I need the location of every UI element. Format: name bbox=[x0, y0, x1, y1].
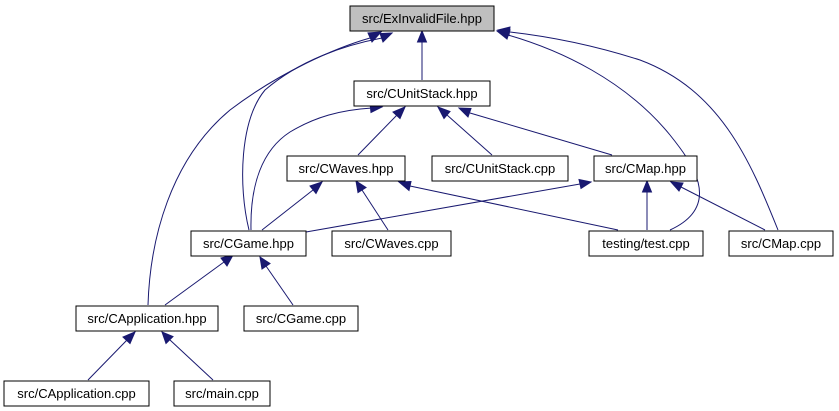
arrowhead-icon bbox=[641, 179, 653, 193]
arrowhead-icon bbox=[355, 179, 367, 194]
edge-map-cpp-to-root bbox=[509, 31, 779, 231]
node-label: src/main.cpp bbox=[185, 386, 259, 401]
node-application-hpp[interactable]: src/CApplication.hpp bbox=[75, 305, 219, 332]
edge-test-cpp-to-root bbox=[507, 34, 700, 231]
edge-game-cpp-to-game-hpp bbox=[265, 265, 294, 306]
edge-application-cpp-to-application-hpp bbox=[87, 339, 128, 381]
node-label: src/CGame.cpp bbox=[256, 311, 346, 326]
node-test-cpp[interactable]: testing/test.cpp bbox=[588, 230, 704, 257]
arrowhead-icon bbox=[379, 32, 394, 43]
arrowhead-icon bbox=[392, 106, 406, 120]
node-unitstack-hpp[interactable]: src/CUnitStack.hpp bbox=[353, 80, 491, 107]
arrowhead-icon bbox=[220, 254, 234, 267]
node-label: src/CUnitStack.cpp bbox=[445, 161, 556, 176]
node-main-cpp[interactable]: src/main.cpp bbox=[173, 380, 271, 407]
arrowhead-icon bbox=[161, 331, 174, 345]
arrowhead-icon bbox=[367, 31, 383, 43]
node-map-hpp[interactable]: src/CMap.hpp bbox=[593, 155, 698, 182]
nodes-layer: src/ExInvalidFile.hpp src/CUnitStack.hpp… bbox=[3, 5, 834, 407]
node-label: testing/test.cpp bbox=[602, 236, 689, 251]
edge-waves-hpp-to-unitstack-hpp bbox=[357, 114, 398, 156]
arrowhead-icon bbox=[457, 107, 472, 118]
edge-game-hpp-to-map-hpp bbox=[305, 183, 581, 233]
node-waves-cpp[interactable]: src/CWaves.cpp bbox=[331, 230, 452, 257]
node-game-cpp[interactable]: src/CGame.cpp bbox=[243, 305, 359, 332]
node-unitstack-cpp[interactable]: src/CUnitStack.cpp bbox=[431, 155, 569, 182]
node-label: src/ExInvalidFile.hpp bbox=[362, 11, 482, 26]
arrowhead-icon bbox=[259, 255, 271, 270]
edge-application-hpp-to-root bbox=[147, 37, 371, 306]
node-label: src/CWaves.hpp bbox=[299, 161, 394, 176]
node-label: src/CUnitStack.hpp bbox=[366, 86, 477, 101]
node-waves-hpp[interactable]: src/CWaves.hpp bbox=[286, 155, 406, 182]
edge-unitstack-cpp-to-unitstack-hpp bbox=[446, 114, 493, 156]
node-label: src/CWaves.cpp bbox=[344, 236, 438, 251]
edge-test-cpp-to-waves-hpp bbox=[409, 185, 619, 231]
edge-game-hpp-to-root bbox=[242, 37, 383, 231]
edge-map-cpp-to-map-hpp bbox=[680, 186, 766, 231]
node-game-hpp[interactable]: src/CGame.hpp bbox=[190, 230, 307, 257]
arrowhead-icon bbox=[496, 26, 511, 37]
node-label: src/CMap.cpp bbox=[741, 236, 821, 251]
node-map-cpp[interactable]: src/CMap.cpp bbox=[728, 230, 834, 257]
edge-game-hpp-to-waves-hpp bbox=[261, 189, 314, 231]
edges-layer bbox=[87, 26, 779, 381]
node-application-cpp[interactable]: src/CApplication.cpp bbox=[3, 380, 150, 407]
edge-main-cpp-to-application-hpp bbox=[169, 339, 214, 381]
edge-waves-cpp-to-waves-hpp bbox=[361, 189, 389, 231]
edge-game-hpp-to-unitstack-hpp bbox=[250, 107, 373, 231]
node-label: src/CGame.hpp bbox=[203, 236, 294, 251]
arrowhead-icon bbox=[416, 29, 428, 43]
arrowhead-icon bbox=[309, 181, 324, 195]
arrowhead-icon bbox=[578, 178, 593, 190]
node-label: src/CApplication.cpp bbox=[17, 386, 136, 401]
arrowhead-icon bbox=[669, 181, 684, 192]
node-label: src/CMap.hpp bbox=[605, 161, 686, 176]
edge-map-hpp-to-unitstack-hpp bbox=[469, 112, 613, 156]
edge-application-hpp-to-game-hpp bbox=[164, 261, 225, 306]
arrowhead-icon bbox=[397, 180, 412, 192]
node-label: src/CApplication.hpp bbox=[87, 311, 206, 326]
arrowhead-icon bbox=[122, 331, 136, 345]
arrowhead-icon bbox=[436, 106, 451, 120]
node-root[interactable]: src/ExInvalidFile.hpp bbox=[349, 5, 495, 32]
